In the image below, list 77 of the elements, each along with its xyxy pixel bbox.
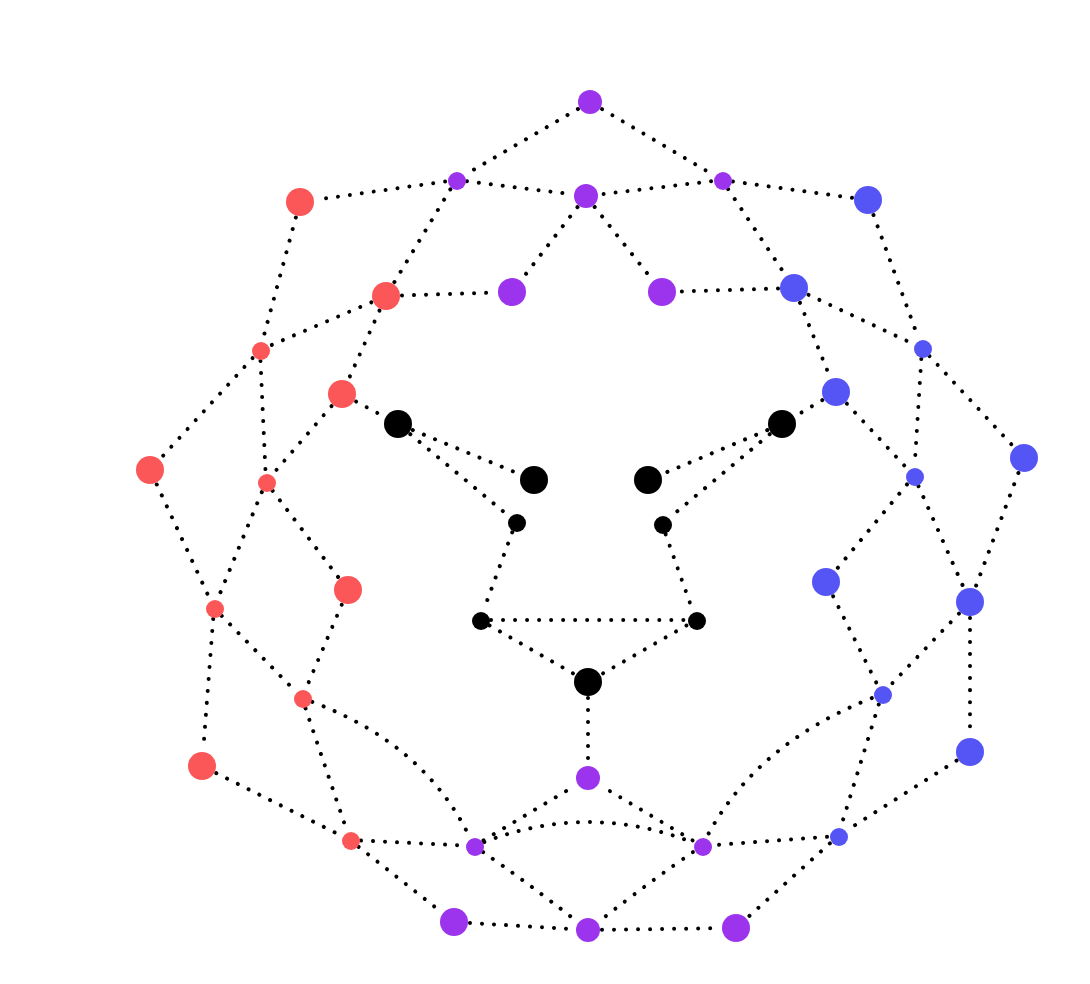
dot xyxy=(693,837,711,855)
dotted-connector xyxy=(887,611,961,689)
dot xyxy=(136,456,164,484)
dotted-connector xyxy=(258,359,268,473)
dot xyxy=(812,568,840,596)
dotted-connector xyxy=(844,401,909,470)
dotted-connector xyxy=(489,618,687,622)
dotted-connector xyxy=(705,696,874,839)
dotted-connector xyxy=(745,841,832,920)
dotted-connector xyxy=(916,484,966,590)
dot xyxy=(251,341,269,359)
dotted-connector xyxy=(260,215,298,342)
dot xyxy=(829,827,847,845)
dot xyxy=(334,576,362,604)
dot xyxy=(653,515,671,533)
dotted-connector xyxy=(392,187,453,285)
dot xyxy=(205,599,223,617)
dot xyxy=(520,466,548,494)
dot xyxy=(447,171,465,189)
dotted-connector xyxy=(270,488,341,580)
dot xyxy=(956,738,984,766)
dot xyxy=(687,611,705,629)
dotted-connector xyxy=(519,205,580,282)
dot xyxy=(465,837,483,855)
dotted-connector xyxy=(831,594,880,687)
dot xyxy=(822,378,850,406)
dotted-connector xyxy=(676,286,780,294)
dotted-connector xyxy=(599,623,689,677)
dot xyxy=(574,668,602,696)
dotted-connector xyxy=(730,179,855,200)
dot xyxy=(328,380,356,408)
dot xyxy=(498,278,526,306)
dot xyxy=(722,914,750,942)
dot xyxy=(576,918,600,942)
dot xyxy=(578,90,602,114)
dotted-connector xyxy=(927,354,1016,449)
dotted-connector xyxy=(726,187,788,277)
dotted-connector xyxy=(271,404,334,476)
dot xyxy=(873,685,891,703)
dot xyxy=(293,689,311,707)
dot xyxy=(372,282,400,310)
dotted-connector xyxy=(586,696,590,766)
dotted-connector xyxy=(158,356,255,461)
dot xyxy=(648,278,676,306)
dotted-connector xyxy=(346,308,382,382)
dot xyxy=(905,467,923,485)
dot xyxy=(713,171,731,189)
dotted-connector xyxy=(268,300,374,348)
dotted-connector xyxy=(216,490,264,600)
dot xyxy=(188,752,216,780)
dot xyxy=(854,186,882,214)
dot xyxy=(507,513,525,531)
dot xyxy=(471,611,489,629)
dotted-connector xyxy=(973,471,1021,589)
dot xyxy=(1010,444,1038,472)
dotted-connector xyxy=(214,771,343,838)
dotted-connector xyxy=(834,482,909,572)
dot xyxy=(341,831,359,849)
dot xyxy=(440,908,468,936)
dot xyxy=(286,188,314,216)
dot xyxy=(574,184,598,208)
dot xyxy=(768,410,796,438)
dotted-connector xyxy=(660,428,770,476)
dotted-connector xyxy=(408,432,510,517)
dot xyxy=(576,766,600,790)
dot xyxy=(257,473,275,491)
dot xyxy=(384,410,412,438)
dotted-connector xyxy=(487,623,577,677)
dotted-connector xyxy=(154,482,212,600)
dotted-connector xyxy=(304,602,344,690)
dot xyxy=(956,588,984,616)
dotted-connector xyxy=(597,179,714,197)
dot xyxy=(913,339,931,357)
dot xyxy=(634,466,662,494)
dotted-connector xyxy=(359,838,465,848)
dot xyxy=(780,274,808,302)
dotted-connector xyxy=(219,613,297,693)
